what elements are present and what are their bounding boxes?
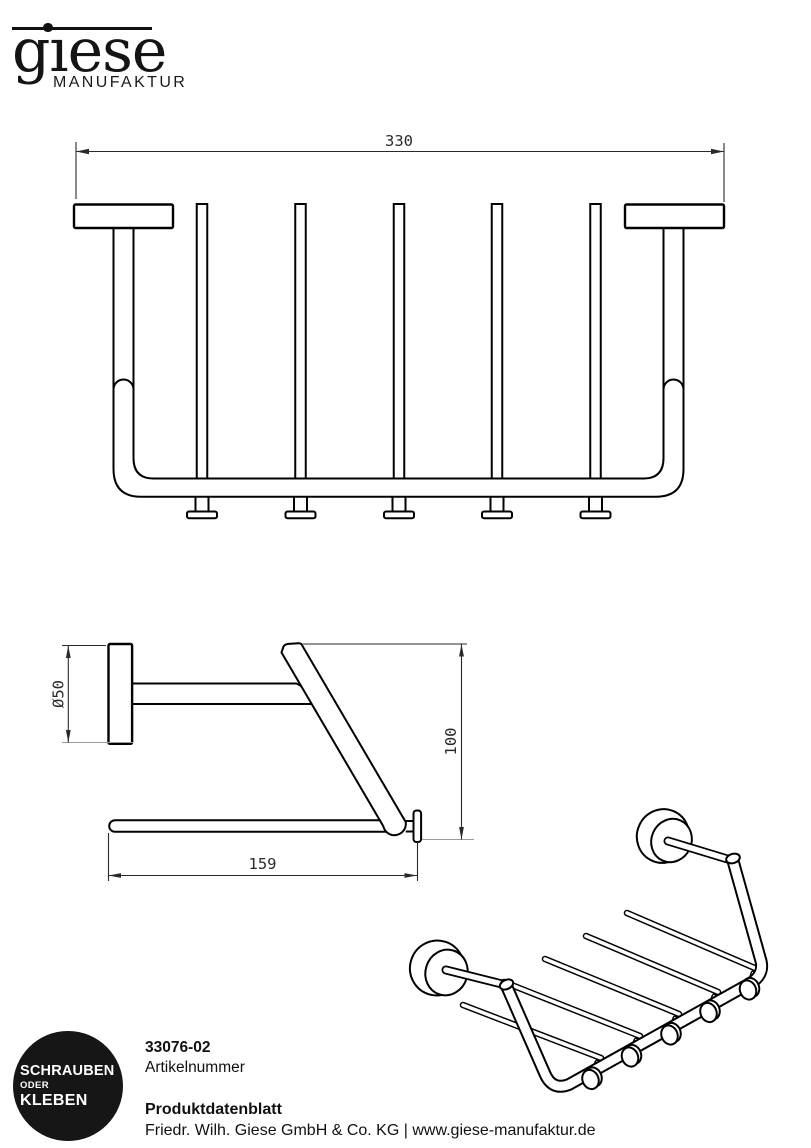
article-number-label: Artikelnummer xyxy=(145,1059,245,1076)
frame-tube xyxy=(112,228,685,498)
side-depth-label: 159 xyxy=(249,855,277,873)
badge-line-2: ODER xyxy=(20,1079,50,1091)
badge-line-3: KLEBEN xyxy=(20,1091,88,1109)
side-diameter-label: Ø50 xyxy=(50,680,68,708)
side-diameter-dimension: Ø50 xyxy=(50,644,133,744)
side-view: Ø50 100 159 xyxy=(50,642,474,881)
perspective-hook-discs xyxy=(581,976,761,1091)
left-wall-plate xyxy=(72,203,175,230)
mounting-badge: SCHRAUBEN ODER KLEBEN xyxy=(13,1031,123,1141)
front-width-dimension: 330 xyxy=(75,132,725,202)
perspective-frame xyxy=(498,852,769,1093)
side-height-label: 100 xyxy=(442,728,460,756)
article-number: 33076-02 xyxy=(145,1039,211,1056)
side-hook xyxy=(405,809,423,843)
brand-logo: gıese xyxy=(0,0,260,110)
shelf-bars xyxy=(195,203,602,480)
company-line: Friedr. Wilh. Giese GmbH & Co. KG | www.… xyxy=(145,1122,596,1139)
side-diagonal-tube xyxy=(280,642,407,837)
badge-line-1: SCHRAUBEN xyxy=(20,1062,115,1079)
side-wall-plate xyxy=(107,642,134,746)
wall-arms xyxy=(441,836,739,990)
rosette-left xyxy=(408,939,469,997)
document-title: Produktdatenblatt xyxy=(145,1101,282,1118)
perspective-view xyxy=(408,808,769,1093)
right-wall-plate xyxy=(623,203,726,230)
front-view: 330 xyxy=(72,132,726,520)
front-hooks xyxy=(186,497,612,520)
rosette-right xyxy=(635,808,693,864)
logo-rule xyxy=(12,27,152,30)
side-depth-dimension: 159 xyxy=(107,833,419,881)
side-rail-bar xyxy=(108,819,386,833)
side-height-dimension: 100 xyxy=(303,643,474,841)
logo-i-dot-icon xyxy=(43,22,53,32)
front-width-label: 330 xyxy=(385,132,413,150)
brand-tagline: MANUFAKTUR xyxy=(53,74,188,91)
brand-wordmark: gıese xyxy=(12,16,167,86)
side-wall-arm xyxy=(132,682,313,705)
